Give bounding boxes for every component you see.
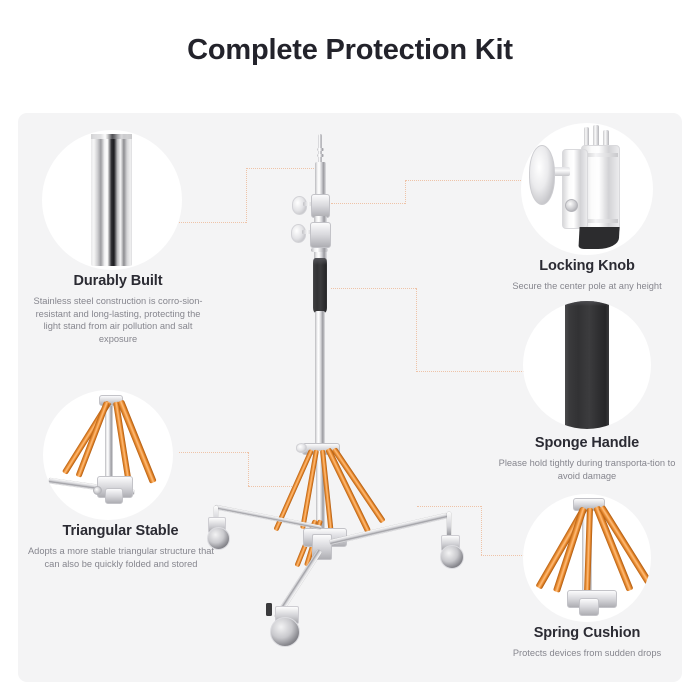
knob-rod-left [584,127,589,155]
knob-sleeve-ring-top [581,153,618,157]
connector-triangular-stable-seg1 [179,452,248,453]
locking-knob-title: Locking Knob [539,258,635,274]
locking-knob-icon-circle [521,123,653,255]
tri-screw [93,486,102,495]
locking-knob-icon [521,123,653,255]
knob-stem [548,167,570,176]
pole-sponge-grip [313,258,327,313]
connector-sponge-handle-seg1 [331,288,416,289]
pole-knob-stem-upper [303,202,315,206]
caster-brake-pedal [266,603,272,616]
connector-locking-knob-seg3 [405,180,537,181]
caster-wheel-right [440,545,464,569]
steel-tube-icon [91,134,132,266]
spring-base-block [579,598,599,616]
knob-sleeve-ring-bottom [581,219,618,223]
knob-clamp-block [562,149,588,229]
connector-sponge-handle-seg2 [416,288,417,372]
pole-center-through-base [316,451,325,551]
knob-screw [565,199,578,212]
connector-spring-cushion-seg2 [481,506,482,555]
triangular-stable-icon-circle [43,390,173,520]
triangular-brace-icon [43,390,173,520]
pole-segment-lower [315,311,325,445]
tripod-hub-knob [296,443,307,453]
caster-wheel-left [207,527,230,550]
knob-rod-center [593,125,599,155]
durably-built-description: Stainless steel construction is corro-si… [33,296,203,344]
feature-sponge-handle: Sponge Handle Please hold tightly during… [487,298,687,488]
feature-triangular-stable: Triangular Stable Adopts a more stable t… [18,388,223,588]
durably-built-icon-circle [42,130,182,270]
tripod-leg-back-right-riser [447,512,451,544]
pole-clamp-lower [310,222,331,248]
pole-top-collar2 [316,154,324,157]
spring-cushion-icon-circle [523,494,651,622]
spring-cushion-title: Spring Cushion [533,625,641,641]
connector-triangular-stable-seg3 [248,486,294,487]
sponge-handle-icon [565,301,609,429]
durably-built-title: Durably Built [73,273,163,289]
feature-spring-cushion: Spring Cushion Protects devices from sud… [487,492,687,682]
knob-rubber-boot [578,227,620,249]
sponge-handle-title: Sponge Handle [534,435,640,451]
connector-locking-knob-seg1 [331,203,405,204]
pole-clamp-upper [311,194,330,218]
spring-cushion-description: Protects devices from sudden drops [512,648,662,658]
pole-top-collar [316,148,324,151]
caster-wheel-front [270,617,300,647]
page-title: Complete Protection Kit [187,34,513,66]
tripod-leg-back-right [329,513,448,545]
tri-bottom-clamp [105,488,123,504]
sponge-handle-description: Please hold tightly during transporta-ti… [498,458,676,481]
feature-locking-knob: Locking Knob Secure the center pole at a… [487,118,687,298]
connector-spring-cushion-seg3 [481,555,528,556]
spring-cushion-icon [523,494,651,622]
pole-collar-lower [311,248,328,252]
pole-knob-stem-lower [302,230,314,234]
connector-durably-built-seg2 [246,168,247,223]
connector-sponge-handle-seg3 [416,371,534,372]
locking-knob-description: Secure the center pole at any height [512,281,662,291]
triangular-stable-title: Triangular Stable [62,523,179,539]
connector-locking-knob-seg2 [405,180,406,204]
knob-rod-right [603,130,609,156]
triangular-stable-description: Adopts a more stable triangular structur… [27,546,215,569]
tri-center-post [105,398,113,494]
connector-spring-cushion-seg1 [417,506,481,507]
sponge-handle-icon-circle [523,301,651,429]
connector-durably-built-seg3 [246,168,314,169]
knob-handle [529,145,555,205]
feature-durably-built: Durably Built Stainless steel constructi… [18,125,218,355]
connector-durably-built-seg1 [160,222,246,223]
steel-tube-top-cap [91,134,132,139]
connector-triangular-stable-seg2 [248,452,249,486]
